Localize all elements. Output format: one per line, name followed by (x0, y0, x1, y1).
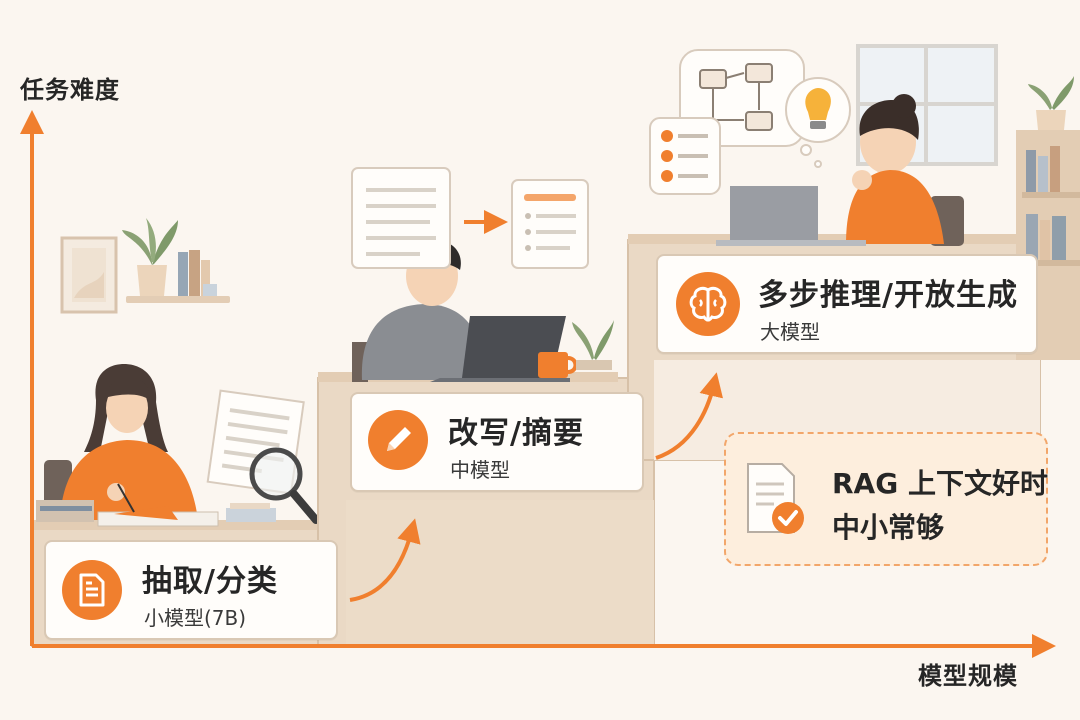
step-1-title: 抽取/分类 (142, 564, 278, 599)
step-3-title: 多步推理/开放生成 (758, 278, 1018, 313)
step-arrow-2-to-3 (655, 372, 723, 460)
step-arrow-1-to-2 (349, 518, 421, 602)
wall-decor-left (60, 218, 230, 314)
document-icon (62, 560, 122, 620)
step-card-large-model: 多步推理/开放生成 大模型 (656, 254, 1038, 354)
magnifier-document-illustration (206, 389, 320, 524)
step-2-title: 改写/摘要 (448, 416, 584, 451)
step-3-subtitle: 大模型 (760, 320, 820, 344)
summarize-docs-illustration (351, 167, 589, 269)
thought-bubbles-illustration (649, 49, 851, 195)
pencil-icon (368, 410, 428, 470)
document-check-icon (744, 462, 808, 536)
brain-icon (676, 272, 740, 336)
step-2-subtitle: 中模型 (450, 458, 510, 482)
person-thinking-illustration (716, 94, 964, 246)
person-writing-illustration (36, 364, 276, 527)
step-1-subtitle: 小模型(7B) (144, 606, 247, 630)
x-axis-label: 模型规模 (918, 662, 1018, 690)
rag-note: RAG 上下文好时 中小常够 (724, 432, 1048, 566)
step-card-small-model: 抽取/分类 小模型(7B) (44, 540, 338, 640)
rag-note-line2: 中小常够 (832, 511, 945, 544)
axes (20, 110, 1056, 658)
step-card-medium-model: 改写/摘要 中模型 (350, 392, 644, 492)
y-axis-label: 任务难度 (20, 76, 120, 104)
rag-note-line1: RAG 上下文好时 (832, 467, 1048, 500)
